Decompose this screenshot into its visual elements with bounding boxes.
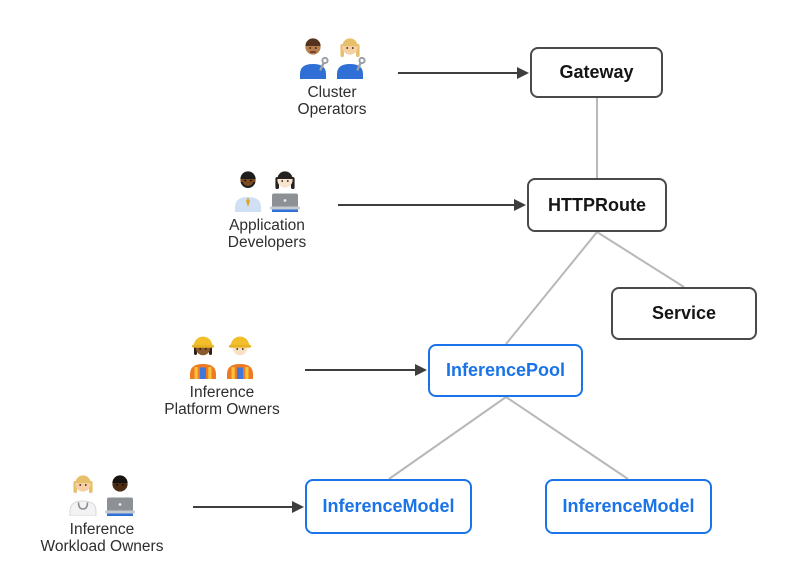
woman-technologist-icon	[270, 171, 300, 212]
httproute-node: HTTPRoute	[527, 178, 667, 232]
persona-label-line: Inference	[69, 521, 135, 538]
persona-label-line: Platform Owners	[164, 401, 280, 418]
persona-inference-workload-owners: Inference Workload Owners	[27, 470, 177, 555]
persona-label-line: Operators	[297, 101, 367, 118]
edge-httproute-inferencepool	[505, 231, 598, 345]
man-technologist-icon	[235, 171, 261, 212]
inference-platform-owners-icon	[190, 336, 253, 379]
inferencemodel-right-node: InferenceModel	[545, 479, 712, 534]
persona-inference-platform-owners: Inference Platform Owners	[147, 333, 297, 418]
health-worker-icon	[69, 475, 97, 516]
arrow-application-developers-to-httproute	[338, 199, 526, 211]
arrow-cluster-operators-to-gateway	[398, 67, 529, 79]
application-developers-icon	[235, 171, 300, 212]
persona-label-line: Cluster	[307, 84, 357, 101]
persona-label-line: Application	[229, 217, 305, 234]
persona-label-line: Workload Owners	[40, 538, 164, 555]
arrow-platform-owners-to-inferencepool	[305, 364, 427, 376]
arrow-workload-owners-to-inferencemodel	[193, 501, 304, 513]
inferencemodel-left-node: InferenceModel	[305, 479, 472, 534]
inference-workload-owners-icon	[69, 475, 135, 516]
woman-mechanic-icon	[337, 38, 366, 79]
woman-construction-worker-icon	[190, 336, 216, 379]
man-construction-worker-icon	[227, 336, 253, 379]
edge-inferencepool-inferencemodel-right	[505, 396, 629, 480]
service-node: Service	[611, 287, 757, 340]
persona-label-line: Inference	[189, 384, 255, 401]
man-technologist-dark-icon	[105, 475, 135, 516]
persona-application-developers: Application Developers	[197, 166, 337, 251]
persona-cluster-operators: Cluster Operators	[262, 33, 402, 118]
persona-label-line: Developers	[227, 234, 307, 251]
man-mechanic-icon	[300, 38, 329, 79]
inferencepool-node: InferencePool	[428, 344, 583, 397]
edge-inferencepool-inferencemodel-left	[388, 396, 507, 480]
cluster-operators-icon	[300, 38, 366, 79]
edge-httproute-service	[596, 231, 685, 288]
gateway-node: Gateway	[530, 47, 663, 98]
